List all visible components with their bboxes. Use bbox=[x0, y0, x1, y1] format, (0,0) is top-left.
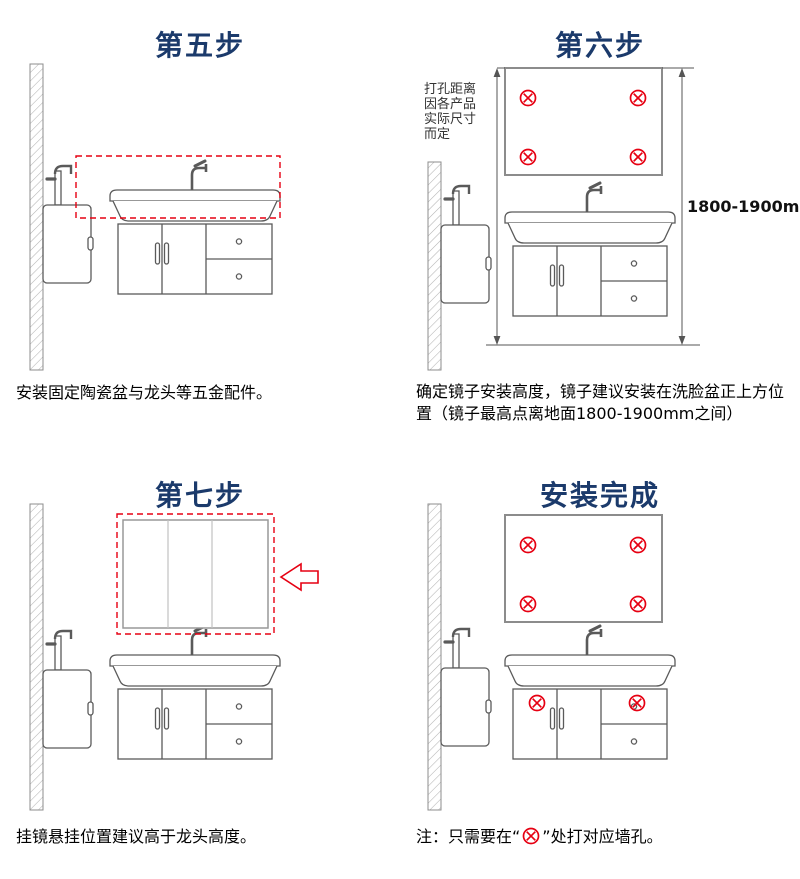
drill-note-line-1: 打孔距离 bbox=[424, 81, 476, 97]
wall-faucet-unit bbox=[41, 164, 95, 285]
wall bbox=[29, 63, 44, 371]
vanity-cabinet bbox=[108, 159, 282, 296]
mirror-with-drill-marks bbox=[505, 68, 662, 175]
panel-title: 第五步 bbox=[154, 29, 245, 62]
panel-title: 第六步 bbox=[554, 29, 645, 62]
panel-complete: 安装完成 注：只需要在“ ”处打对应墙孔。 bbox=[400, 440, 800, 879]
step5-diagram bbox=[29, 63, 282, 371]
step7-diagram bbox=[29, 503, 319, 811]
caption-prefix: 注：只需要在“ bbox=[416, 827, 521, 846]
vanity-cabinet bbox=[503, 181, 677, 318]
mirror-cabinet bbox=[122, 519, 269, 629]
wall-faucet-unit bbox=[439, 184, 493, 305]
drill-mark-icon bbox=[522, 827, 540, 845]
step5-caption: 安装固定陶瓷盆与龙头等五金配件。 bbox=[16, 383, 273, 402]
mirror-highlight-dashed-box bbox=[116, 513, 275, 635]
mirror-with-drill-marks bbox=[505, 515, 662, 622]
dimension-line-right bbox=[678, 68, 686, 345]
drill-note-line-2: 因各产品 bbox=[424, 96, 476, 112]
wall bbox=[427, 503, 442, 811]
complete-diagram bbox=[427, 503, 677, 811]
step6-caption: 确定镜子安装高度，镜子建议安装在洗脸盆正上方位置（镜子最高点离地面1800-19… bbox=[416, 382, 785, 423]
wall bbox=[29, 503, 44, 811]
complete-caption: 注：只需要在“ ”处打对应墙孔。 bbox=[416, 826, 792, 848]
arrow-left-icon bbox=[279, 562, 319, 592]
wall-faucet-unit bbox=[41, 629, 95, 750]
panel-title: 第七步 bbox=[154, 479, 245, 512]
drill-note-line-3: 实际尺寸 bbox=[424, 112, 476, 127]
caption-suffix: ”处打对应墙孔。 bbox=[542, 827, 663, 846]
panel-step6: 第六步 打孔距离 因各产品 实际尺寸 而定 bbox=[400, 0, 800, 440]
drill-note-line-4: 而定 bbox=[424, 127, 450, 142]
panel-step5: 第五步 安装固定陶瓷盆与龙头等五金配件。 bbox=[0, 0, 400, 440]
vanity-cabinet bbox=[503, 624, 677, 761]
step7-caption: 挂镜悬挂位置建议高于龙头高度。 bbox=[16, 827, 257, 846]
basin-highlight-dashed-box bbox=[75, 155, 281, 219]
panel-title: 安装完成 bbox=[539, 479, 660, 512]
height-dimension-label: 1800-1900mm bbox=[687, 197, 800, 216]
panel-step7: 第七步 挂镜悬挂位置建议高于龙头高度。 bbox=[0, 440, 400, 879]
vanity-cabinet bbox=[108, 624, 282, 761]
wall bbox=[427, 161, 442, 371]
dimension-line-left bbox=[493, 68, 501, 345]
wall-faucet-unit bbox=[439, 627, 493, 748]
step6-diagram: 打孔距离 因各产品 实际尺寸 而定 180 bbox=[424, 60, 800, 371]
